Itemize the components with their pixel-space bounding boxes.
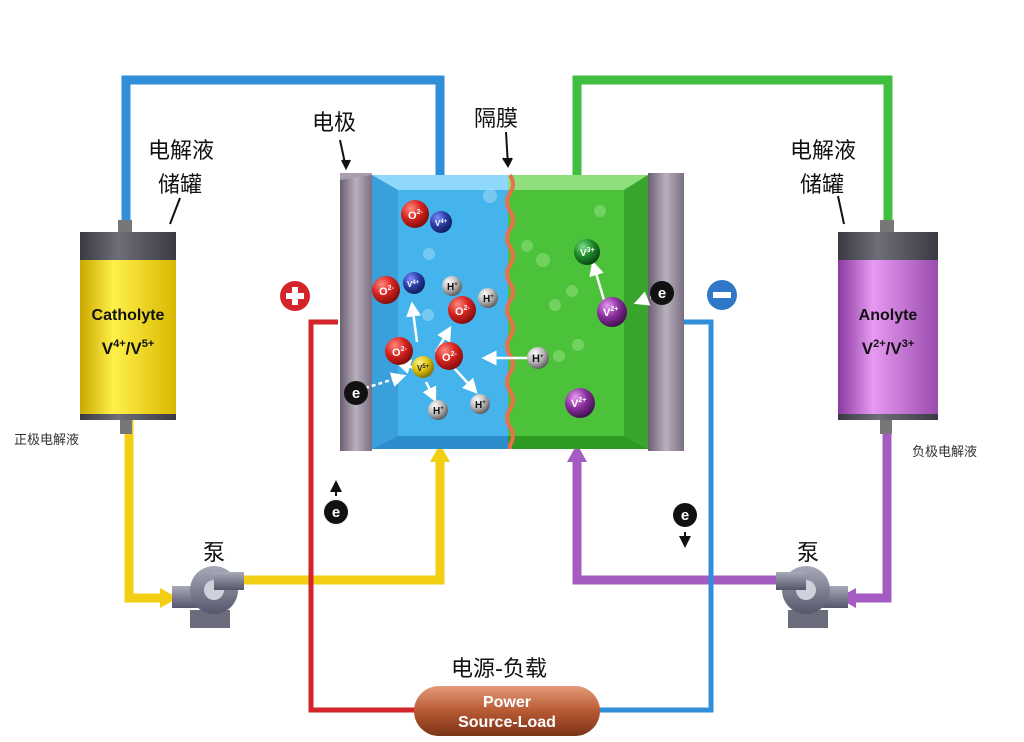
negative-electrolyte-label: 负极电解液: [912, 445, 977, 460]
electrode-label: 电极: [312, 111, 356, 136]
ion-label-o: O2-: [442, 351, 457, 364]
ions: [372, 200, 627, 420]
ion-label-v2: V2+: [603, 306, 618, 319]
electron-icon: [673, 503, 697, 527]
svg-text:e: e: [658, 285, 666, 302]
positive-electrolyte-label: 正极电解液: [14, 433, 79, 448]
chinese-labels: 电极 隔膜 电解液 储罐 电解液 储罐 正极电解液 负极电解液 泵 泵 电源-负…: [14, 107, 977, 682]
power-title-label: 电源-负载: [451, 657, 547, 682]
oxygen-ion: [385, 337, 413, 365]
label-pointers: [169, 131, 845, 225]
hydrogen-ion: [428, 400, 448, 420]
oxygen-ion: [372, 276, 400, 304]
electron-icon: [324, 500, 348, 524]
electron-letters: e e e e: [332, 285, 689, 524]
vanadium-3-ion: [574, 239, 600, 265]
ion-label-v3: V3+: [580, 247, 595, 259]
faint-ions: [422, 189, 606, 362]
svg-text:e: e: [352, 385, 360, 402]
electrochemical-cell: [340, 173, 684, 451]
positive-wire: [308, 319, 416, 713]
ion-label-o: O2-: [379, 285, 394, 298]
tank-right-label-1: 电解液: [790, 139, 856, 164]
vanadium-5-ion: [412, 356, 434, 378]
hydrogen-ion: [470, 394, 490, 414]
svg-text:Power: Power: [483, 694, 531, 711]
tank-right-label-2: 储罐: [800, 173, 844, 198]
oxygen-ion: [435, 342, 463, 370]
right-pump-icon: [776, 566, 848, 628]
electron-badges: [324, 281, 697, 527]
tank-left-label-1: 电解液: [148, 139, 214, 164]
oxygen-ion: [401, 200, 429, 228]
oxygen-ion: [448, 296, 476, 324]
ion-label-h: H+: [483, 294, 494, 305]
svg-text:e: e: [332, 504, 340, 521]
catholyte-formula: V4+/V5+: [102, 338, 155, 358]
pump-left-label: 泵: [203, 541, 225, 566]
pump-right-label: 泵: [797, 541, 819, 566]
ion-label-h: H+: [532, 353, 544, 365]
svg-text:e: e: [681, 507, 689, 524]
power-box-text: Power Source-Load: [458, 694, 556, 731]
negative-wire: [598, 319, 714, 713]
ion-labels: O2- V4+ O2- V4+ H+ H+ O2- O2- V5+ O2- H+…: [379, 209, 618, 417]
ion-label-v2: V2+: [571, 397, 586, 410]
ion-label-h: H+: [475, 400, 486, 411]
vanadium-2-ion: [597, 297, 627, 327]
left-pump-icon: [172, 566, 244, 628]
vanadium-4-ion: [430, 211, 452, 233]
hydrogen-ion: [478, 288, 498, 308]
ion-label-v4: V4+: [435, 219, 448, 228]
anolyte-formula: V2+/V3+: [862, 338, 915, 358]
ion-label-o: O2-: [408, 209, 423, 222]
hydrogen-ion: [527, 347, 549, 369]
electron-direction-arrows: [330, 480, 691, 548]
yellow-flow-loop: [124, 405, 450, 608]
electron-icon: [344, 381, 368, 405]
minus-terminal-icon: [707, 280, 737, 310]
membrane-label: 隔膜: [474, 107, 518, 132]
anolyte-tank: [838, 220, 938, 434]
power-source-load: [414, 686, 600, 736]
vanadium-2-ion: [565, 388, 595, 418]
vanadium-4-ion: [403, 272, 425, 294]
left-electrode: [340, 173, 372, 451]
ion-label-v5: V5+: [417, 364, 430, 373]
ion-label-o: O2-: [392, 346, 407, 359]
svg-text:Source-Load: Source-Load: [458, 714, 556, 731]
plus-terminal-icon: [280, 281, 310, 311]
ion-label-h: H+: [447, 282, 458, 293]
ion-label-o: O2-: [455, 305, 470, 318]
right-electrode: [648, 173, 684, 451]
catholyte-name: Catholyte: [92, 307, 165, 324]
catholyte-tank: [80, 220, 176, 434]
catholyte-label-group: Catholyte V4+/V5+: [92, 307, 165, 358]
anolyte-label-group: Anolyte V2+/V3+: [859, 307, 918, 358]
membrane-wavy: [505, 173, 515, 449]
tank-left-label-2: 储罐: [158, 173, 202, 198]
ion-label-v4: V4+: [407, 280, 420, 289]
anolyte-name: Anolyte: [859, 307, 918, 324]
electron-icon: [650, 281, 674, 305]
hydrogen-ion: [442, 276, 462, 296]
ion-label-h: H+: [433, 406, 444, 417]
